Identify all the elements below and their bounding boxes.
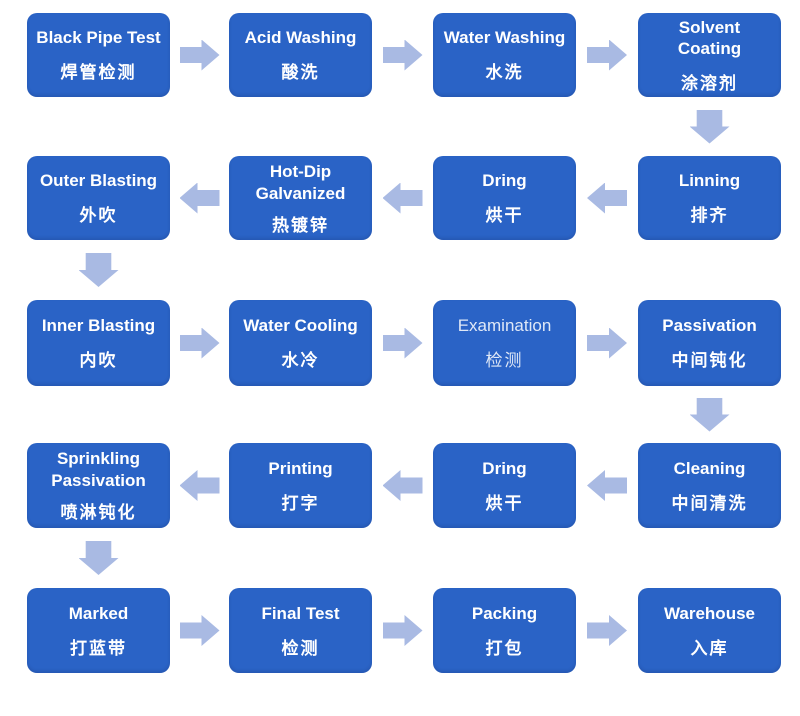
arrow-right-icon [179, 327, 220, 359]
flow-step-hot-dip-galvanized: Hot-Dip Galvanized 热镀锌 [229, 156, 372, 240]
flow-step-cleaning: Cleaning 中间清洗 [638, 443, 781, 528]
arrow-down-icon [78, 541, 119, 575]
step-label-zh: 打蓝带 [70, 638, 127, 658]
arrow-right-icon [382, 615, 423, 646]
step-label-en: Water Cooling [243, 316, 358, 335]
flow-step-packing: Packing 打包 [433, 588, 576, 673]
step-label-en: Solvent Coating [677, 17, 742, 58]
step-label-zh: 检测 [485, 351, 524, 370]
flow-step-black-pipe-test: Black Pipe Test 焊管检测 [27, 13, 170, 97]
step-label-en: Packing [471, 603, 538, 623]
arrow-down-icon [689, 109, 730, 144]
step-label-en: Acid Washing [244, 28, 357, 47]
step-label-en: Black Pipe Test [36, 28, 161, 47]
arrow-left-icon [382, 470, 423, 501]
arrow-left-icon [587, 470, 627, 501]
step-label-en: Dring [482, 171, 527, 190]
step-label-en: Dring [482, 458, 527, 478]
step-label-en: Outer Blasting [39, 171, 158, 190]
step-label-zh: 中间钝化 [671, 351, 748, 370]
flow-step-passivation: Passivation 中间钝化 [638, 300, 781, 386]
arrow-right-icon [587, 327, 627, 359]
arrow-down-icon [78, 253, 119, 287]
step-label-zh: 热镀锌 [272, 215, 329, 235]
flow-step-water-cooling: Water Cooling 水冷 [229, 300, 372, 386]
flow-step-sprinkling-passivation: Sprinkling Passivation 喷淋钝化 [27, 443, 170, 528]
arrow-right-icon [179, 39, 220, 71]
flow-step-dring-2: Dring 烘干 [433, 443, 576, 528]
arrow-left-icon [587, 182, 627, 214]
step-label-en: Printing [268, 458, 333, 478]
step-label-zh: 打字 [281, 493, 320, 513]
flow-step-warehouse: Warehouse 入库 [638, 588, 781, 673]
arrow-right-icon [587, 39, 627, 71]
arrow-down-icon [689, 397, 730, 432]
step-label-zh: 入库 [690, 638, 729, 658]
step-label-zh: 内吹 [79, 351, 118, 370]
arrow-right-icon [587, 615, 627, 646]
step-label-zh: 烘干 [485, 206, 524, 225]
arrow-left-icon [179, 182, 220, 214]
arrow-right-icon [382, 327, 423, 359]
step-label-zh: 水洗 [485, 63, 524, 82]
step-label-en: Warehouse [663, 603, 755, 623]
step-label-zh: 检测 [281, 638, 320, 658]
flow-step-water-washing: Water Washing 水洗 [433, 13, 576, 97]
step-label-zh: 外吹 [79, 206, 118, 225]
flow-step-outer-blasting: Outer Blasting 外吹 [27, 156, 170, 240]
step-label-en: Marked [68, 603, 129, 623]
step-label-en: Water Washing [443, 28, 566, 47]
step-label-en: Linning [678, 171, 741, 190]
flow-step-printing: Printing 打字 [229, 443, 372, 528]
step-label-zh: 水冷 [281, 351, 320, 370]
step-label-zh: 打包 [485, 638, 524, 658]
step-label-zh: 焊管检测 [60, 63, 137, 82]
flow-step-marked: Marked 打蓝带 [27, 588, 170, 673]
step-label-zh: 涂溶剂 [681, 73, 738, 93]
arrow-left-icon [382, 182, 423, 214]
flow-step-examination: Examination 检测 [433, 300, 576, 386]
step-label-zh: 中间清洗 [671, 493, 748, 513]
step-label-en: Examination [457, 316, 552, 335]
flow-step-acid-washing: Acid Washing 酸洗 [229, 13, 372, 97]
flow-step-final-test: Final Test 检测 [229, 588, 372, 673]
step-label-zh: 酸洗 [281, 63, 320, 82]
step-label-zh: 排齐 [690, 206, 729, 225]
step-label-zh: 烘干 [485, 493, 524, 513]
step-label-en: Hot-Dip Galvanized [255, 161, 346, 203]
flow-step-solvent-coating: Solvent Coating 涂溶剂 [638, 13, 781, 97]
step-label-en: Final Test [261, 603, 340, 623]
arrow-right-icon [382, 39, 423, 71]
step-label-en: Inner Blasting [41, 316, 156, 335]
flow-step-linning: Linning 排齐 [638, 156, 781, 240]
flow-step-inner-blasting: Inner Blasting 内吹 [27, 300, 170, 386]
step-label-en: Cleaning [673, 458, 746, 478]
flow-step-dring-1: Dring 烘干 [433, 156, 576, 240]
step-label-en: Sprinkling Passivation [51, 449, 146, 490]
flow-grid: Black Pipe Test 焊管检测 Acid Washing 酸洗 Wat… [27, 13, 781, 673]
step-label-zh: 喷淋钝化 [60, 503, 137, 522]
arrow-right-icon [179, 615, 220, 646]
arrow-left-icon [179, 470, 220, 501]
step-label-en: Passivation [662, 316, 757, 335]
